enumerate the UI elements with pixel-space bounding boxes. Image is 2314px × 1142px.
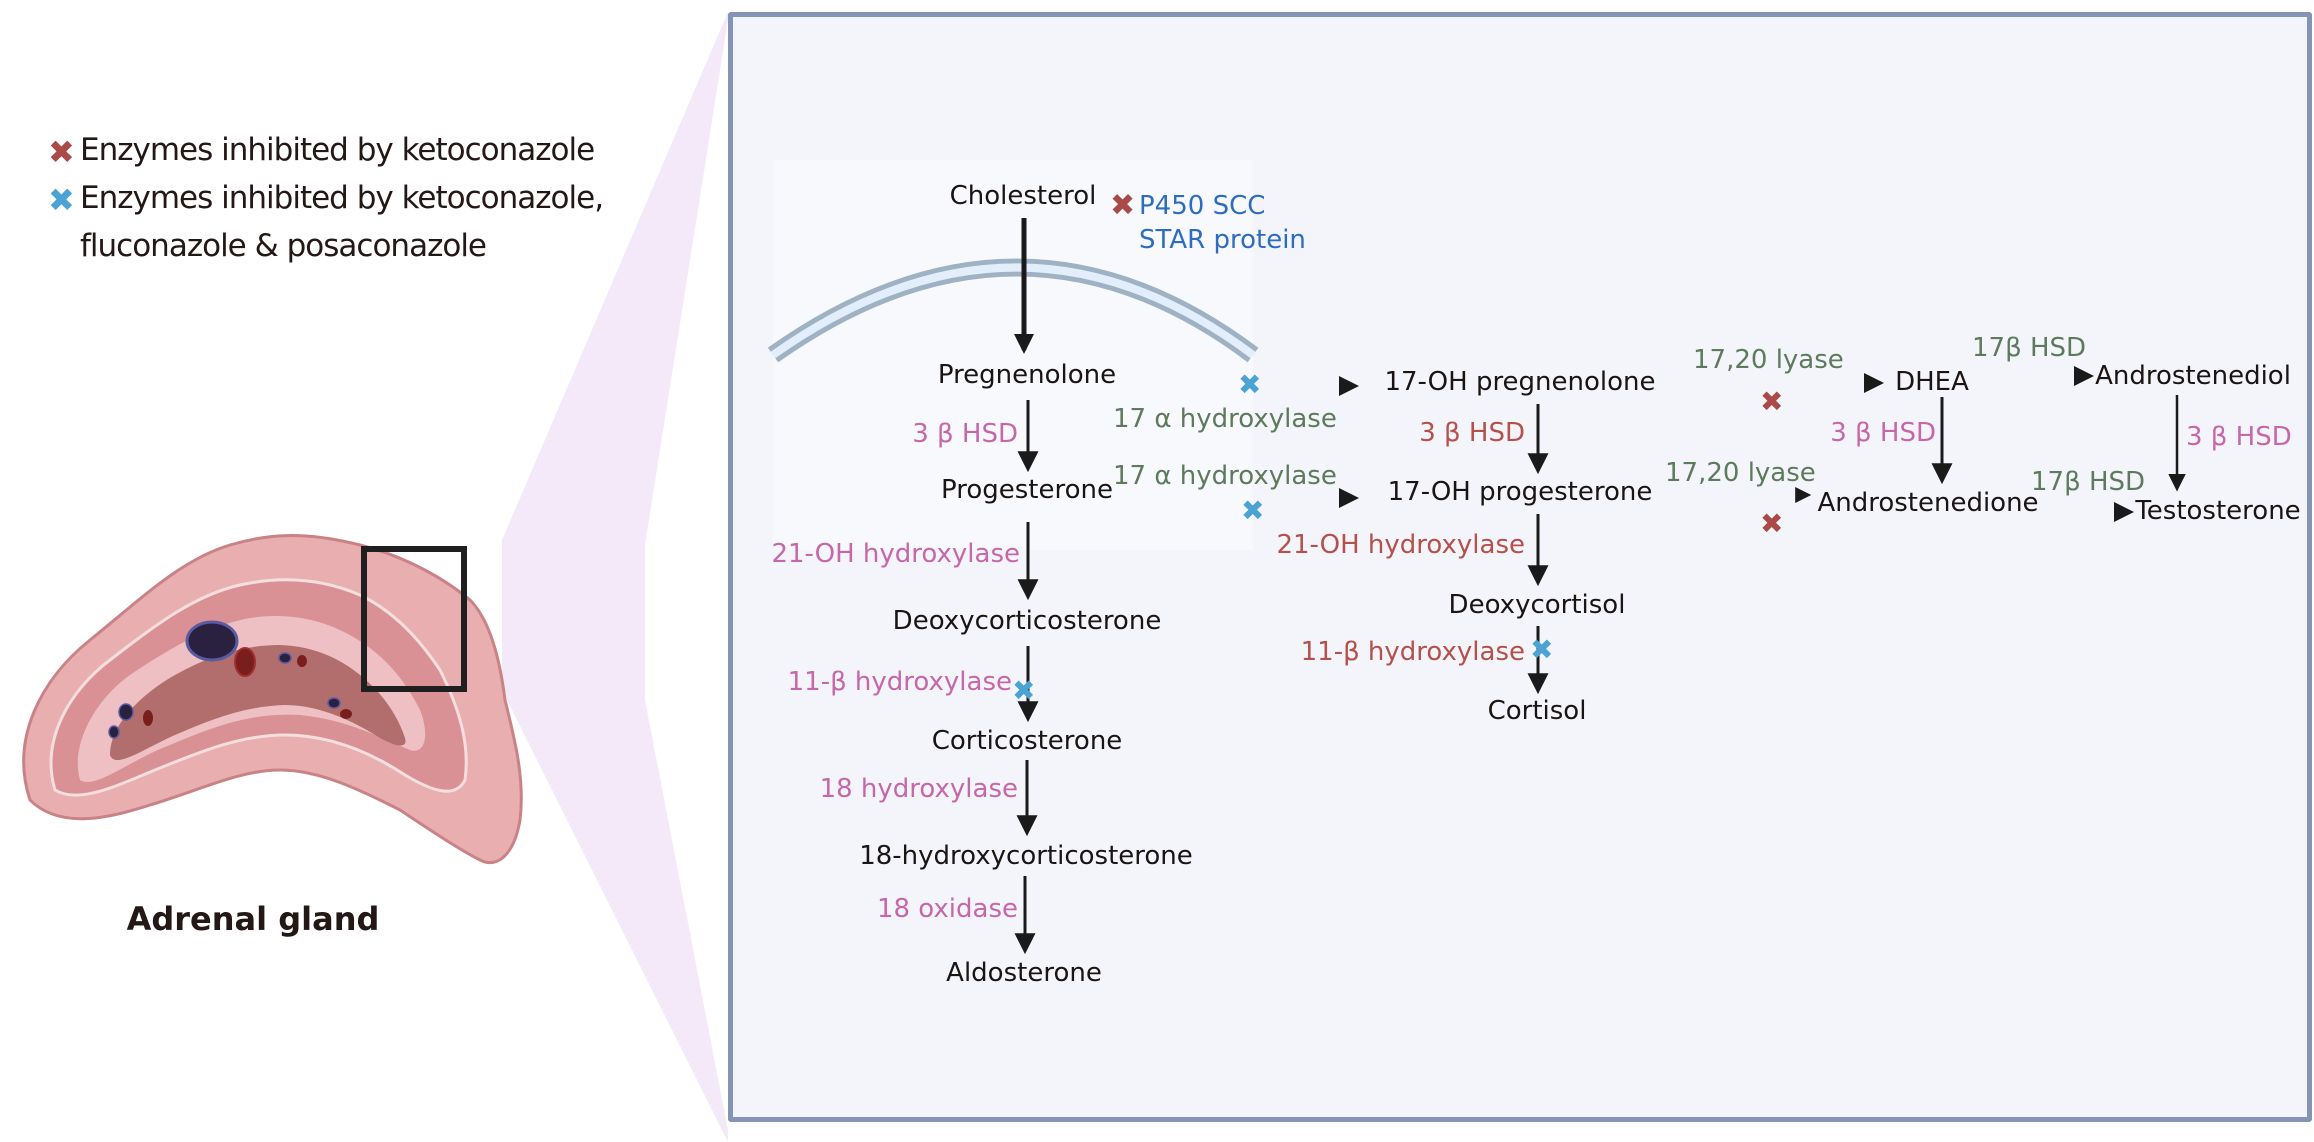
molecule-cholesterol: Cholesterol: [949, 181, 1097, 211]
x-mark-red-icon: ✖: [1760, 507, 1784, 540]
enzyme-18-oxidase: 18 oxidase: [876, 894, 1018, 924]
molecule-progesterone: Progesterone: [941, 475, 1113, 505]
molecule-cortisol: Cortisol: [1487, 696, 1587, 726]
enzyme-p450scc: P450 SCC: [1139, 191, 1266, 221]
enzyme-21-oh-mid: 21-OH hydroxylase: [1276, 530, 1525, 560]
molecule-androstenediol: Androstenediol: [2095, 361, 2291, 391]
molecule-18-hydroxycorticosterone: 18-hydroxycorticosterone: [859, 841, 1193, 871]
legend-item-azoles: Enzymes inhibited by ketoconazole,: [80, 180, 604, 216]
x-mark-blue-icon: ✖: [1241, 494, 1265, 527]
enzyme-star-protein: STAR protein: [1139, 225, 1306, 255]
enzyme-3b-hsd-left: 3 β HSD: [912, 419, 1018, 449]
x-mark-blue-icon: ✖: [1238, 368, 1262, 401]
molecule-17-oh-pregnenolone: 17-OH pregnenolone: [1384, 367, 1656, 397]
enzyme-21-oh-left: 21-OH hydroxylase: [771, 539, 1020, 569]
molecule-deoxycortisol: Deoxycortisol: [1448, 590, 1626, 620]
x-mark-red-icon: ✖: [48, 133, 75, 171]
molecule-pregnenolone: Pregnenolone: [937, 360, 1117, 390]
enzyme-17-20-lyase-bottom: 17,20 lyase: [1665, 458, 1816, 488]
x-mark-red-icon: ✖: [1760, 385, 1784, 418]
molecule-testosterone: Testosterone: [2135, 496, 2301, 526]
enzyme-11b-mid: 11-β hydroxylase: [1300, 637, 1525, 667]
enzyme-17a-hydroxylase-bottom: 17 α hydroxylase: [1113, 461, 1337, 491]
enzyme-3b-hsd-right: 3 β HSD: [2186, 422, 2292, 452]
enzyme-17b-hsd-bottom: 17β HSD: [2031, 467, 2146, 497]
x-mark-blue-icon: ✖: [1012, 674, 1036, 707]
enzyme-3b-hsd-mid: 3 β HSD: [1419, 418, 1525, 448]
x-mark-red-icon: ✖: [1110, 188, 1136, 223]
mitochondrion-region: [773, 160, 1253, 550]
molecule-17-oh-progesterone: 17-OH progesterone: [1387, 477, 1653, 507]
molecule-androstenedione: Androstenedione: [1817, 488, 2039, 518]
legend-item-azoles-line2: fluconazole & posaconazole: [80, 228, 487, 264]
molecule-corticosterone: Corticosterone: [931, 726, 1123, 756]
zoom-region-box: [361, 546, 467, 692]
enzyme-11b-left: 11-β hydroxylase: [787, 667, 1012, 697]
molecule-deoxycorticosterone: Deoxycorticosterone: [892, 606, 1162, 636]
molecule-dhea: DHEA: [1895, 367, 1969, 397]
enzyme-17-20-lyase-top: 17,20 lyase: [1693, 345, 1844, 375]
x-mark-blue-icon: ✖: [48, 181, 75, 219]
enzyme-17a-hydroxylase-top: 17 α hydroxylase: [1113, 404, 1337, 434]
legend-item-ketoconazole: Enzymes inhibited by ketoconazole: [80, 132, 595, 168]
enzyme-18-hydroxylase: 18 hydroxylase: [819, 774, 1018, 804]
zoom-projection: [502, 12, 728, 1142]
enzyme-3b-hsd-dhea: 3 β HSD: [1830, 418, 1936, 448]
molecule-aldosterone: Aldosterone: [946, 958, 1102, 988]
adrenal-gland-label: Adrenal gland: [126, 900, 380, 938]
enzyme-17b-hsd-top: 17β HSD: [1972, 333, 2087, 363]
x-mark-blue-icon: ✖: [1530, 633, 1554, 666]
